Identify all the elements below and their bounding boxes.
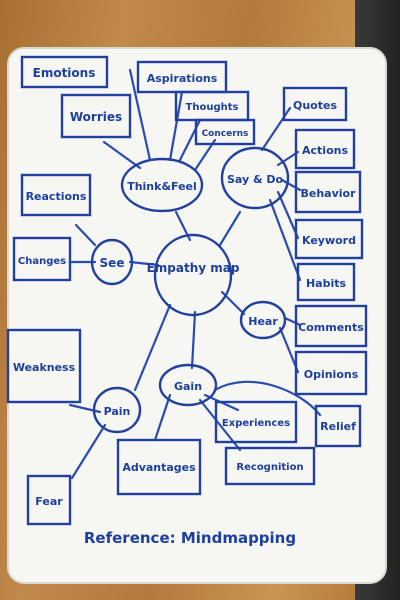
changes-box bbox=[12, 236, 72, 282]
quotes-label: Quotes bbox=[293, 99, 337, 112]
aspirations-label: Aspirations bbox=[147, 72, 218, 85]
advantages-box bbox=[116, 438, 202, 496]
habits-label: Habits bbox=[306, 277, 347, 290]
experiences-box bbox=[214, 400, 298, 444]
emotions-label: Emotions bbox=[33, 66, 96, 80]
habits-box bbox=[296, 262, 356, 302]
fear-label: Fear bbox=[35, 495, 63, 508]
gain-node bbox=[158, 363, 218, 407]
center-label: Empathy map bbox=[147, 261, 240, 275]
opinions-box bbox=[294, 350, 368, 396]
say-do-label: Say & Do bbox=[227, 173, 284, 186]
say-do-node bbox=[220, 146, 290, 210]
comments-box bbox=[294, 304, 368, 348]
pain-label: Pain bbox=[104, 405, 131, 418]
reactions-box bbox=[20, 173, 92, 217]
concerns-box bbox=[194, 118, 256, 146]
pain-node bbox=[92, 386, 142, 434]
opinions-label: Opinions bbox=[304, 368, 359, 381]
keyword-box bbox=[294, 218, 364, 260]
hear-node bbox=[239, 300, 287, 340]
behavior-box bbox=[294, 170, 362, 214]
think-feel-node bbox=[120, 157, 204, 213]
reactions-label: Reactions bbox=[26, 190, 87, 203]
hear-label: Hear bbox=[248, 315, 278, 328]
weakness-label: Weakness bbox=[13, 361, 76, 374]
keyword-label: Keyword bbox=[302, 234, 356, 247]
worries-label: Worries bbox=[70, 110, 122, 124]
comments-label: Comments bbox=[298, 321, 364, 334]
worries-box bbox=[60, 93, 132, 139]
recognition-box bbox=[224, 446, 316, 486]
thoughts-label: Thoughts bbox=[186, 102, 239, 113]
reference-label: Reference: Mindmapping bbox=[84, 529, 296, 547]
actions-label: Actions bbox=[302, 144, 348, 157]
relief-label: Relief bbox=[320, 420, 356, 433]
emotions-box bbox=[20, 55, 109, 89]
see-node bbox=[90, 238, 134, 286]
quotes-box bbox=[282, 86, 348, 122]
fear-box bbox=[26, 474, 72, 526]
weakness-box bbox=[6, 328, 82, 404]
behavior-label: Behavior bbox=[300, 187, 356, 200]
experiences-label: Experiences bbox=[222, 418, 290, 429]
recognition-label: Recognition bbox=[236, 462, 303, 473]
concerns-label: Concerns bbox=[202, 129, 249, 139]
center-node bbox=[153, 233, 233, 317]
think-feel-label: Think&Feel bbox=[127, 180, 197, 193]
changes-label: Changes bbox=[18, 256, 66, 267]
actions-box bbox=[294, 128, 356, 170]
gain-label: Gain bbox=[174, 380, 202, 393]
relief-box bbox=[314, 404, 362, 448]
see-label: See bbox=[100, 256, 125, 270]
advantages-label: Advantages bbox=[122, 461, 196, 474]
